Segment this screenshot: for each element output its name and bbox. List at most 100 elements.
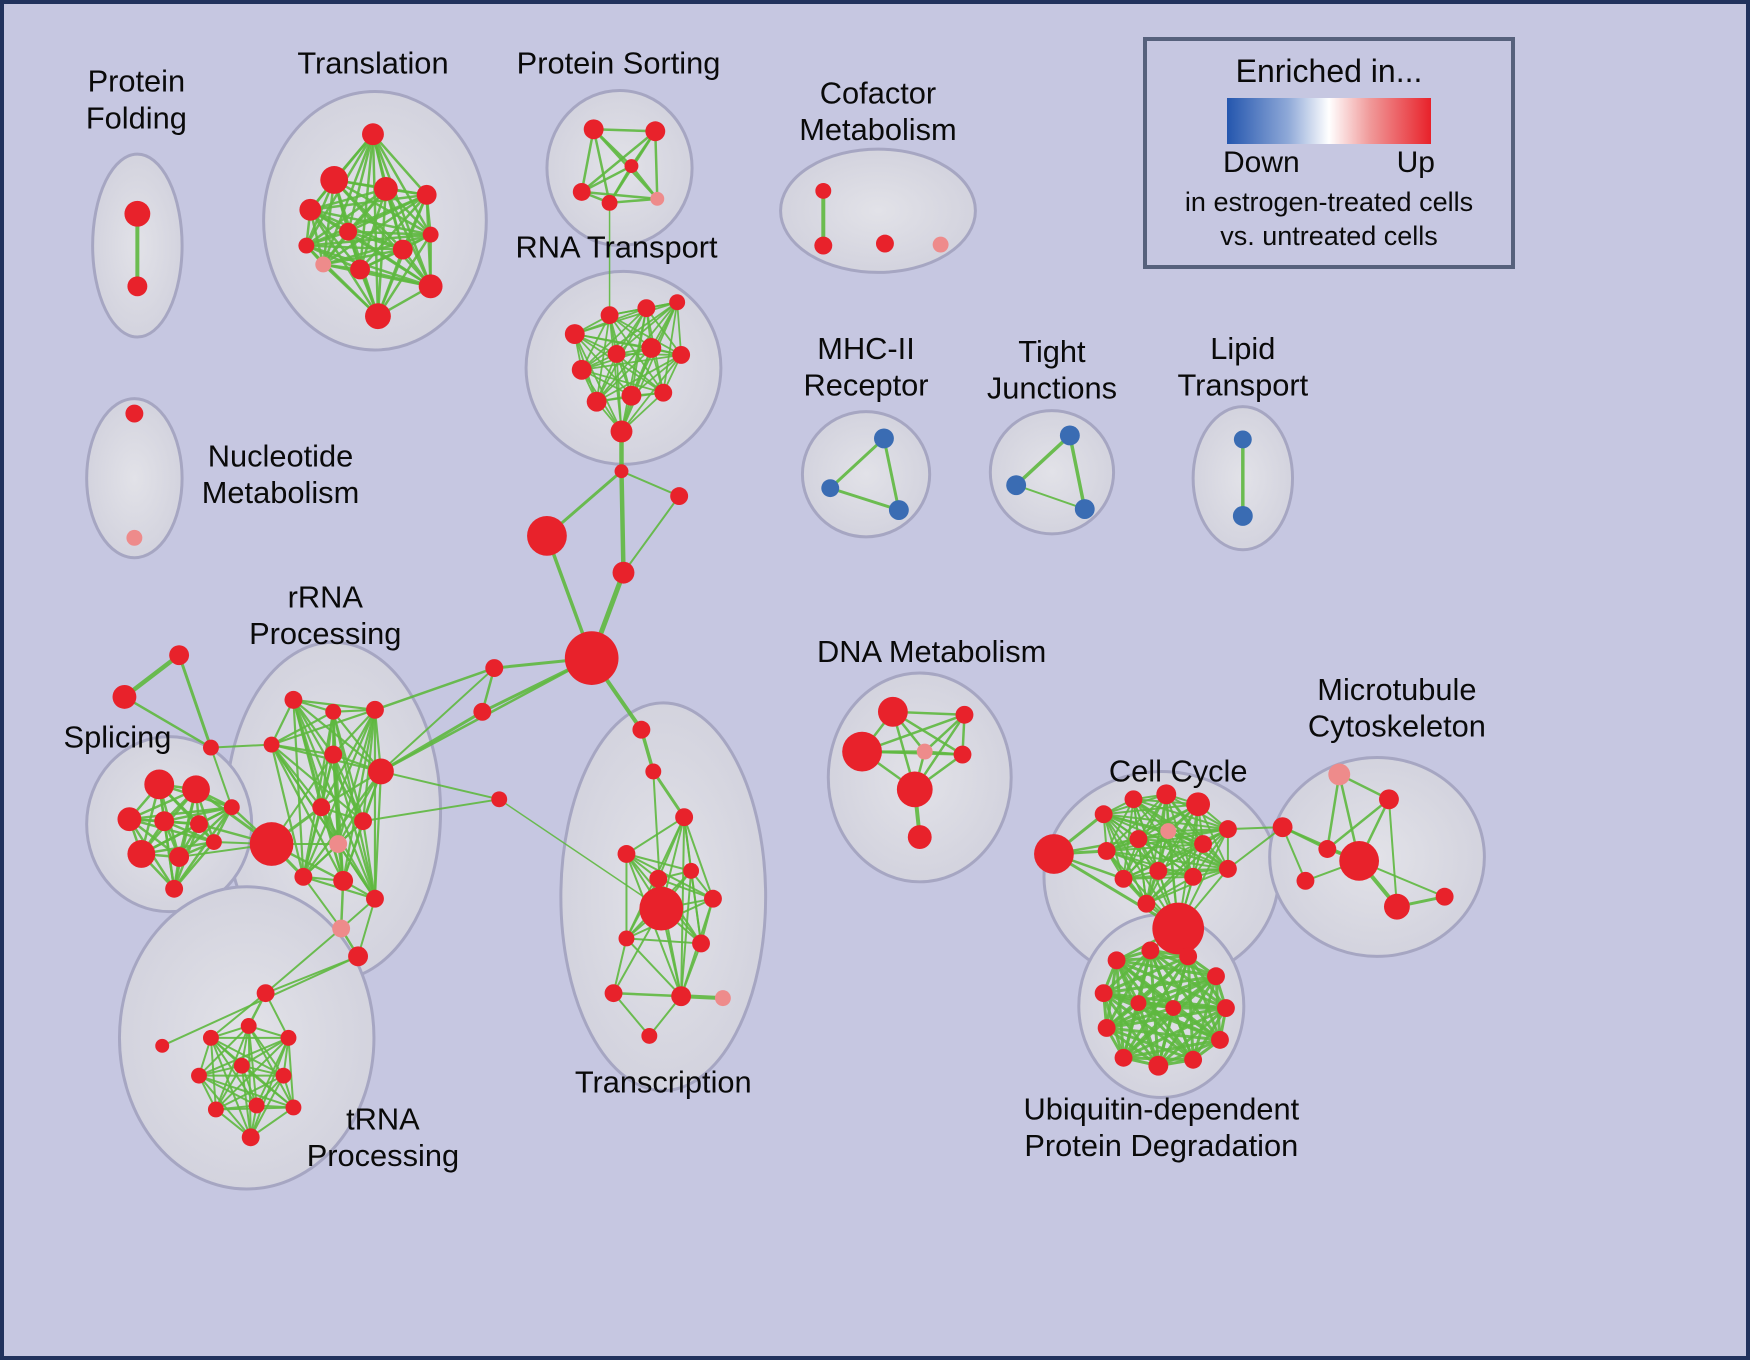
network-node-ub1 — [1107, 951, 1126, 970]
network-node-mh1 — [874, 428, 894, 449]
network-edge — [573, 333, 623, 433]
network-node-tc10 — [692, 934, 710, 953]
cluster-ellipse-nucleotide-metabolism — [85, 397, 184, 560]
network-node-tn9 — [285, 1099, 302, 1116]
network-node-rt2 — [600, 306, 619, 325]
network-edge — [573, 333, 633, 397]
network-node-tn2 — [240, 1018, 257, 1034]
network-edge — [270, 708, 377, 746]
network-node-tc1 — [632, 720, 651, 739]
network-node-tn10 — [241, 1128, 260, 1147]
network-node-pf1 — [124, 200, 151, 227]
network-edge — [209, 1036, 217, 1111]
network-edge — [214, 1064, 243, 1111]
network-node-tr8 — [315, 256, 332, 273]
network-edge — [1145, 793, 1168, 905]
network-edge — [580, 314, 611, 371]
network-node-lt1 — [1233, 430, 1252, 449]
network-edge — [337, 770, 383, 846]
network-node-tc8 — [704, 889, 722, 908]
network-edge — [1326, 798, 1391, 851]
network-node-rt12 — [610, 420, 633, 443]
network-edge — [332, 708, 377, 756]
network-node-tj2 — [1006, 475, 1027, 496]
network-edge — [128, 806, 234, 821]
network-edge — [305, 244, 405, 251]
network-node-rt6 — [607, 344, 626, 363]
network-node-cc6 — [1218, 820, 1237, 839]
network-node-tc11 — [604, 984, 623, 1003]
network-node-ub3 — [1179, 947, 1198, 966]
network-edge — [625, 937, 683, 998]
network-node-ub5 — [1094, 984, 1113, 1003]
network-edge — [651, 769, 686, 819]
cluster-label-dna-metabolism: DNA Metabolism — [817, 634, 1046, 669]
network-edge — [305, 193, 428, 247]
network-edge — [305, 187, 388, 247]
network-edge — [1014, 433, 1072, 487]
network-edge — [595, 347, 653, 403]
network-edge — [592, 128, 611, 205]
network-node-rr5 — [324, 745, 343, 764]
network-edge — [1102, 954, 1190, 995]
network-edge — [305, 233, 432, 247]
network-edge — [923, 713, 966, 753]
network-node-rt7 — [641, 338, 662, 358]
network-edge — [332, 753, 377, 900]
network-node-rr1 — [284, 690, 303, 709]
legend-caption: in estrogen-treated cells vs. untreated … — [1185, 186, 1473, 254]
network-edge — [346, 230, 432, 236]
network-node-rr11 — [294, 867, 313, 886]
legend-caption-line1: in estrogen-treated cells — [1184, 187, 1474, 217]
network-node-sp7 — [169, 847, 190, 867]
network-edge — [580, 354, 683, 371]
network-edge — [371, 132, 428, 197]
network-edge — [1102, 948, 1152, 995]
network-edge — [1122, 830, 1170, 880]
network-node-ub7 — [1097, 1018, 1116, 1037]
network-edge — [1171, 1006, 1222, 1042]
network-edge — [1137, 828, 1229, 841]
network-node-rr12 — [333, 870, 354, 891]
network-edge — [1102, 974, 1218, 995]
network-edge — [615, 353, 623, 433]
network-edge — [683, 816, 714, 900]
network-edge — [177, 653, 213, 750]
network-node-tc4 — [617, 845, 636, 863]
network-node-sp8 — [205, 834, 222, 850]
network-node-tc5 — [649, 869, 668, 888]
network-edge — [346, 132, 375, 233]
network-node-rr14 — [332, 919, 351, 938]
network-edge — [162, 806, 234, 823]
network-edge — [620, 307, 648, 433]
network-node-rr15 — [348, 946, 368, 967]
network-node-mc8 — [1296, 871, 1315, 890]
network-node-rr13 — [366, 889, 384, 908]
network-edge — [373, 666, 496, 712]
network-node-dm6 — [896, 771, 933, 808]
network-node-tr13 — [422, 226, 439, 243]
network-edge — [612, 991, 683, 998]
network-node-dm5 — [953, 745, 972, 764]
network-node-rt10 — [621, 385, 642, 406]
network-edge — [1015, 484, 1086, 511]
cluster-label-cell-cycle: Cell Cycle — [1109, 753, 1248, 788]
network-edge — [270, 710, 335, 746]
network-node-tn1 — [202, 1029, 219, 1046]
network-edge — [247, 1024, 252, 1139]
network-edge — [1136, 1001, 1195, 1062]
network-node-tn5 — [233, 1057, 250, 1074]
network-edge — [612, 992, 651, 1037]
network-node-tn8 — [248, 1097, 265, 1114]
network-edge — [287, 1036, 295, 1109]
network-node-rr8 — [312, 798, 331, 817]
network-edge — [580, 164, 633, 194]
network-node-tc13 — [714, 990, 731, 1007]
network-node-pf2 — [127, 276, 148, 297]
network-node-nm1 — [125, 404, 144, 423]
network-node-sp2 — [182, 775, 210, 804]
